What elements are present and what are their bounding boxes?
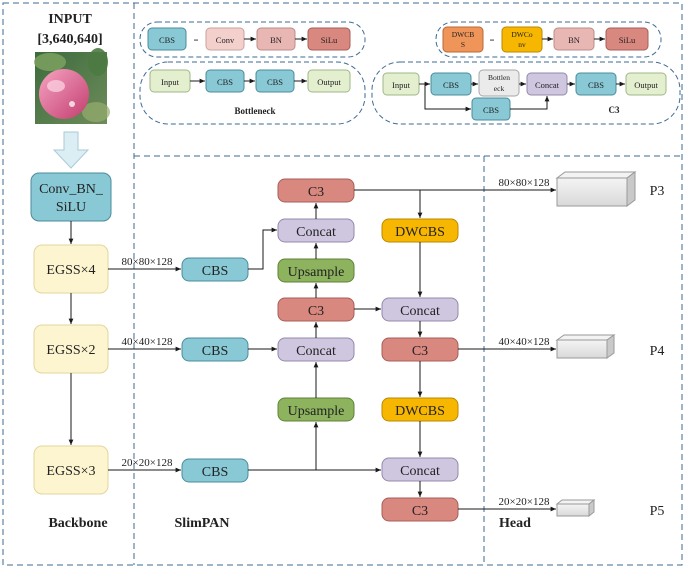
legend-dwconv-line1: DWCo [511, 30, 532, 39]
legend-cbs-definition: CBS = Conv BN SiLu [139, 21, 366, 58]
c3-cbs-out-label: CBS [588, 80, 604, 90]
head: 80×80×128 40×40×128 20×20×128 P3 P4 P5 H… [499, 171, 665, 531]
neck-cbs-2-label: CBS [202, 344, 228, 359]
c3-bottleneck-line2: eck [494, 84, 505, 93]
input-shape: [3,640,640] [37, 32, 102, 47]
egss-block-3-label: EGSS×3 [46, 464, 95, 479]
neck-c3-r1-label: C3 [412, 344, 428, 359]
legend-dwconv-line2: nv [518, 40, 526, 49]
bottleneck-input-label: Input [161, 77, 180, 87]
legend-silu-label: SiLu [321, 35, 338, 45]
c3-cbs-bottom-label: CBS [483, 105, 499, 115]
bottleneck-cbs1-label: CBS [217, 77, 233, 87]
head-p3-label: P3 [650, 184, 665, 199]
neck-c3-top-label: C3 [308, 185, 324, 200]
feature-map-p3 [555, 171, 637, 207]
backbone: INPUT [3,640,640] Conv_BN_ SiLU EGSS×4 E… [30, 12, 112, 531]
backbone-section-label: Backbone [48, 516, 107, 531]
neck-dwcbs-2-label: DWCBS [395, 404, 445, 419]
legend-bn-label: BN [270, 35, 282, 45]
legend-conv-label: Conv [216, 35, 235, 45]
legend-dwcbs-line1: DWCB [452, 30, 475, 39]
legend-c3: Input CBS Bottlen eck Concat CBS Output … [371, 61, 681, 125]
head-section-label: Head [499, 516, 531, 531]
neck-upsample-low-label: Upsample [288, 404, 345, 419]
bottleneck-output-box [307, 69, 351, 93]
c3-bottleneck-line1: Bottlen [488, 73, 510, 82]
conv-bn-silu-line1: Conv_BN_ [39, 182, 104, 197]
neck-upsample-top-label: Upsample [288, 265, 345, 280]
conv-bn-silu-line2: SiLU [56, 200, 86, 215]
egss-block-2-label: EGSS×2 [46, 343, 95, 358]
dim-20: 20×20×128 [122, 457, 173, 469]
bottleneck-caption: Bottleneck [235, 106, 276, 116]
neck-dwcbs-1-label: DWCBS [395, 225, 445, 240]
slimpan-neck: 80×80×128 40×40×128 20×20×128 CBS CBS CB… [108, 178, 556, 531]
neck-concat-top-label: Concat [296, 225, 336, 240]
neck-concat-r2-label: Concat [400, 464, 440, 479]
c3-output-label: Output [634, 80, 658, 90]
head-dim-p4: 40×40×128 [499, 336, 550, 348]
legend-silu-box [307, 27, 351, 51]
neck-cbs-1-label: CBS [202, 264, 228, 279]
head-p4-label: P4 [650, 344, 665, 359]
head-dim-p3: 80×80×128 [499, 177, 550, 189]
legend-cbs-box [147, 27, 187, 51]
legend-cbs-eq: = [194, 35, 199, 45]
egss-block-1-label: EGSS×4 [46, 263, 95, 278]
neck-c3-mid-label: C3 [308, 304, 324, 319]
outer-frame [2, 2, 683, 566]
legend-dw-silu-box [605, 27, 649, 51]
c3-output-box [625, 72, 667, 96]
legend-bottleneck: Input CBS CBS Output Bottleneck [139, 61, 366, 125]
head-p5-label: P5 [650, 504, 665, 519]
input-flow-arrow [52, 131, 90, 169]
head-dim-p5: 20×20×128 [499, 496, 550, 508]
legend-dw-bn-label: BN [568, 35, 580, 45]
slimpan-section-label: SlimPAN [175, 516, 230, 531]
dim-80: 80×80×128 [122, 256, 173, 268]
input-apple-image [34, 48, 110, 124]
feature-map-p4 [555, 334, 616, 359]
neck-concat-r1-label: Concat [400, 304, 440, 319]
legend-dw-silu-label: SiLu [619, 35, 636, 45]
c3-concat-label: Concat [535, 80, 560, 90]
neck-cbs-3-label: CBS [202, 465, 228, 480]
section-frames [2, 2, 683, 566]
legend-dwcbs-box [442, 26, 484, 53]
c3-bottleneck-box [478, 69, 520, 97]
c3-cbs-top-label: CBS [443, 80, 459, 90]
legend-cbs-label: CBS [159, 35, 175, 45]
input-title: INPUT [48, 12, 92, 27]
dim-40: 40×40×128 [122, 336, 173, 348]
neck-c3-r2-label: C3 [412, 504, 428, 519]
legend-dwcbs-eq: = [490, 35, 495, 45]
neck-concat-mid-label: Concat [296, 344, 336, 359]
c3-caption: C3 [609, 105, 620, 115]
bottleneck-output-label: Output [317, 77, 341, 87]
feature-map-p5 [555, 498, 596, 518]
legend-dwcbs-definition: DWCB S = DWCo nv BN SiLu [435, 21, 662, 58]
bottleneck-cbs2-label: CBS [267, 77, 283, 87]
neck-connections [248, 187, 556, 512]
legend-dwcbs-line2: S [461, 40, 465, 49]
c3-input-label: Input [392, 80, 411, 90]
